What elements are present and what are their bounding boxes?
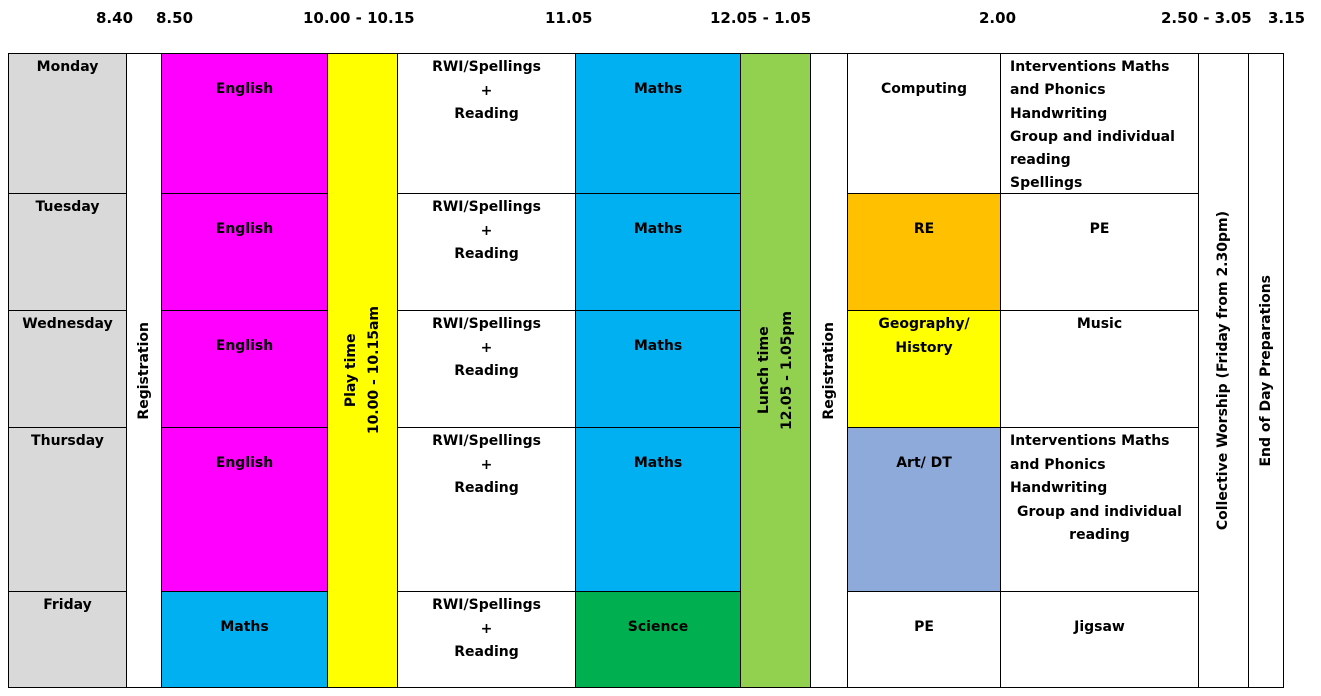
day-thursday: Thursday (8, 427, 127, 592)
lesson-cell: Jigsaw (1000, 591, 1199, 688)
intervention-line: Group and individual (1010, 128, 1175, 145)
lesson-cell: Music (1000, 310, 1199, 428)
rwi-line: + (480, 456, 493, 473)
intervention-line: and Phonics (1010, 82, 1106, 99)
rwi-line: RWI/Spellings (432, 597, 541, 613)
lesson-cell: English (161, 427, 328, 592)
rwi-line: Reading (454, 246, 519, 262)
rwi-line: RWI/Spellings (432, 59, 541, 75)
registration-label: Registration (820, 321, 837, 420)
rwi-cell: RWI/Spellings + Reading (397, 310, 576, 428)
lesson-cell: Science (575, 591, 741, 688)
collective-worship: Collective Worship (Friday from 2.30pm) (1198, 53, 1249, 688)
rwi-line: + (480, 339, 493, 356)
lesson-cell: English (161, 53, 328, 194)
day-friday: Friday (8, 591, 127, 688)
time-label: 3.15 (1268, 9, 1306, 27)
lesson-cell: Maths (575, 427, 741, 592)
lesson-cell: Art/ DT (847, 427, 1001, 592)
time-label: 11.05 (545, 9, 593, 27)
time-label: 12.05 - 1.05 (710, 9, 812, 27)
intervention-line: Interventions Maths (1010, 59, 1170, 75)
play-time-hours: 10.00 - 10.15am (365, 306, 382, 435)
registration-morning: Registration (126, 53, 162, 688)
intervention-line: Group and individual (1017, 503, 1182, 520)
lesson-cell: Maths (161, 591, 328, 688)
day-tuesday: Tuesday (8, 193, 127, 311)
lunch-time-hours: 12.05 - 1.05pm (778, 311, 795, 430)
intervention-line: reading (1069, 527, 1130, 543)
time-label: 2.50 - 3.05 (1161, 9, 1252, 27)
day-monday: Monday (8, 53, 127, 194)
lunch-time: Lunch time 12.05 - 1.05pm (740, 53, 811, 688)
interventions-cell: Interventions Maths and Phonics Handwrit… (1000, 53, 1199, 194)
play-time-label: Play time (342, 333, 359, 408)
rwi-line: + (480, 82, 493, 99)
rwi-line: RWI/Spellings (432, 433, 541, 449)
lesson-cell: English (161, 310, 328, 428)
time-label: 2.00 (979, 9, 1017, 27)
time-label: 10.00 - 10.15 (303, 9, 415, 27)
rwi-line: RWI/Spellings (432, 199, 541, 215)
lesson-cell: Maths (575, 53, 741, 194)
lesson-cell: PE (1000, 193, 1199, 311)
lunch-time-label: Lunch time (755, 326, 772, 415)
rwi-line: + (480, 620, 493, 637)
end-of-day-label: End of Day Preparations (1257, 274, 1274, 467)
rwi-line: Reading (454, 644, 519, 660)
time-label: 8.50 (156, 9, 194, 27)
end-of-day: End of Day Preparations (1248, 53, 1284, 688)
rwi-cell: RWI/Spellings + Reading (397, 193, 576, 311)
intervention-line: Handwriting (1010, 480, 1108, 496)
intervention-line: reading (1010, 152, 1071, 169)
rwi-line: RWI/Spellings (432, 316, 541, 332)
collective-worship-label: Collective Worship (Friday from 2.30pm) (1215, 210, 1231, 531)
rwi-cell: RWI/Spellings + Reading (397, 591, 576, 688)
lesson-cell: Computing (847, 53, 1001, 194)
rwi-line: Reading (454, 480, 519, 496)
rwi-cell: RWI/Spellings + Reading (397, 53, 576, 194)
time-label: 8.40 (96, 9, 134, 27)
interventions-cell: Interventions Maths and Phonics Handwrit… (1000, 427, 1199, 592)
lesson-cell: PE (847, 591, 1001, 688)
registration-label: Registration (135, 321, 152, 420)
intervention-line: Handwriting (1010, 105, 1108, 122)
intervention-line: Spellings (1010, 175, 1083, 192)
registration-afternoon: Registration (810, 53, 848, 688)
lesson-cell: RE (847, 193, 1001, 311)
day-wednesday: Wednesday (8, 310, 127, 428)
rwi-line: + (480, 222, 493, 239)
intervention-line: and Phonics (1010, 456, 1106, 473)
lesson-cell: Geography/ History (847, 310, 1001, 428)
intervention-line: Interventions Maths (1010, 433, 1170, 449)
lesson-cell: English (161, 193, 328, 311)
rwi-cell: RWI/Spellings + Reading (397, 427, 576, 592)
lesson-cell: Maths (575, 310, 741, 428)
play-time: Play time 10.00 - 10.15am (327, 53, 398, 688)
rwi-line: Reading (454, 363, 519, 379)
rwi-line: Reading (454, 106, 519, 122)
lesson-cell: Maths (575, 193, 741, 311)
